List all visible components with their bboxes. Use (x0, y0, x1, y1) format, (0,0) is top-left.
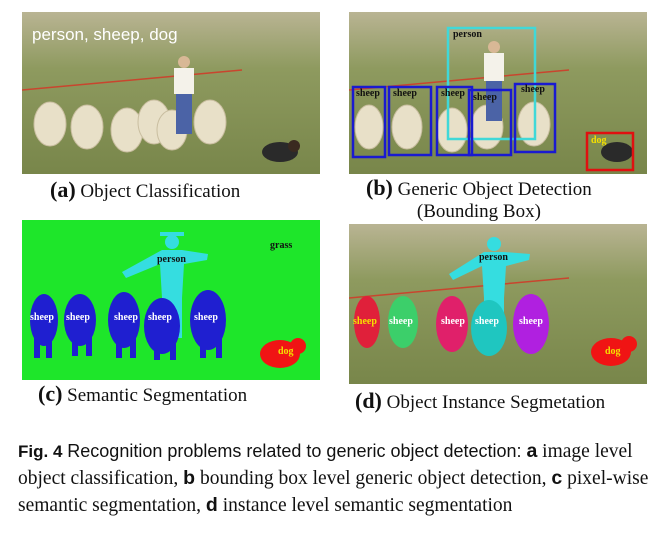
instance-segmentation-photo: person sheep sheep sheep sheep sheep dog (349, 224, 647, 384)
photo-classification: person, sheep, dog (22, 12, 320, 174)
caption-text-b: bounding box level generic object detect… (199, 468, 547, 489)
panel-b-title-line2: (Bounding Box) (416, 201, 541, 222)
caption-text-c: pixel-wise semantic segmentation, (18, 468, 649, 516)
figure-number: Fig. 4 (18, 442, 63, 461)
sheep-box-label: sheep (521, 84, 545, 95)
caption-key-a: a (526, 440, 538, 462)
sheep-box-label: sheep (393, 88, 417, 99)
person-label: person (479, 252, 508, 263)
panel-d-image: person sheep sheep sheep sheep sheep dog (349, 224, 647, 384)
panel-a-image: person, sheep, dog (22, 12, 320, 174)
overlay-label-text: person, sheep, dog (32, 25, 178, 44)
panel-c-title: Semantic Segmentation (67, 385, 248, 406)
dog-mask (260, 338, 306, 368)
sheep-bounding-box (467, 88, 513, 157)
grass-label: grass (270, 240, 292, 251)
person-label: person (157, 254, 186, 265)
panel-c-caption: (c) Semantic Segmentation (38, 381, 247, 407)
sheep-instance-mask (354, 296, 380, 348)
sheep-box-label: sheep (441, 88, 465, 99)
sheep-instance-mask (436, 296, 468, 352)
panel-b-caption: (b) Generic Object Detection (Bounding B… (366, 177, 592, 223)
panel-c-image: grass person sheep sheep sheep sheep she… (22, 220, 320, 380)
dog-instance-mask (591, 336, 637, 366)
caption-key-d: d (205, 494, 218, 516)
sheep-bounding-box (435, 85, 474, 157)
sheep-label: sheep (30, 312, 54, 323)
panel-d-caption: (d) Object Instance Segmetation (355, 388, 605, 414)
sheep-label: sheep (519, 316, 543, 327)
semantic-segmentation-map: grass person sheep sheep sheep sheep she… (22, 220, 320, 380)
panel-a-letter: (a) (50, 177, 76, 202)
person-box-label: person (453, 29, 482, 40)
panel-b-image: person sheep sheep sheep sheep sheep dog (349, 12, 647, 174)
sheep-instance-mask (471, 300, 507, 356)
caption-text-d: instance level semantic segmentation (222, 495, 513, 516)
sheep-label: sheep (114, 312, 138, 323)
dog-bounding-box (585, 131, 635, 172)
sheep-label: sheep (194, 312, 218, 323)
sheep-label: sheep (353, 316, 377, 327)
panel-a-title: Object Classification (80, 181, 241, 202)
caption-key-c: c (551, 467, 563, 489)
sheep-masks (30, 290, 226, 360)
sheep-label: sheep (441, 316, 465, 327)
figure-caption: Fig. 4 Recognition problems related to g… (18, 438, 658, 519)
caption-text-a: image level object classification, (18, 441, 633, 489)
sheep-box-label: sheep (473, 92, 497, 103)
sheep-box-label: sheep (356, 88, 380, 99)
sheep-label: sheep (389, 316, 413, 327)
figure-caption-title: Recognition problems related to generic … (67, 441, 522, 461)
sheep-label: sheep (475, 316, 499, 327)
sheep-label: sheep (148, 312, 172, 323)
panel-d-letter: (d) (355, 388, 382, 413)
dog-box-label: dog (591, 135, 607, 146)
caption-key-b: b (183, 467, 196, 489)
sheep-bounding-box (513, 82, 557, 154)
panel-c-letter: (c) (38, 381, 63, 406)
sheep-bounding-box (351, 85, 387, 159)
panel-a-caption: (a) Object Classification (50, 177, 240, 203)
panel-d-title: Object Instance Segmetation (386, 392, 606, 413)
sheep-instance-mask (513, 294, 549, 354)
sheep-bounding-box (387, 85, 433, 157)
dog-label: dog (278, 346, 294, 357)
dog-label: dog (605, 346, 621, 357)
sheep-instance-mask (388, 296, 418, 348)
panel-b-letter: (b) (366, 175, 393, 200)
sheep-label: sheep (66, 312, 90, 323)
photo-detection: person sheep sheep sheep sheep sheep dog (349, 12, 647, 174)
panel-b-title-line1: Generic Object Detection (397, 179, 592, 200)
